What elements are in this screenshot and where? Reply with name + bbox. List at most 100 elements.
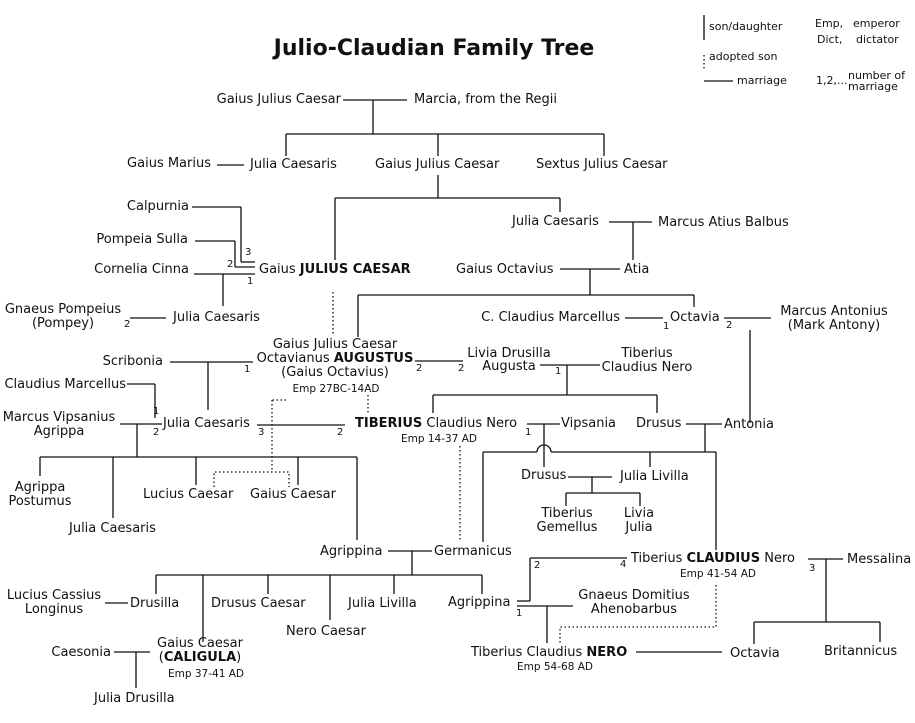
marriage-num-aug-livia: 2 — [416, 363, 423, 374]
person-caesonia: Caesonia — [51, 645, 111, 660]
person-augustus-line1: Gaius Julius Caesar — [272, 337, 398, 352]
person-caligula: (CALIGULA) — [158, 650, 242, 665]
marriage-num-pompey-julia: 2 — [124, 319, 131, 330]
person-c-claudius-marcellus: C. Claudius Marcellus — [481, 310, 620, 325]
marriage-num-julia-marcellus: 1 — [153, 406, 160, 417]
person-agrippa-postumus-1: Agrippa — [14, 480, 66, 495]
marriage-num-claudius-messalina: 3 — [809, 563, 816, 574]
person-ahenobarbus: Ahenobarbus — [590, 602, 678, 617]
marriage-num-marcellus-octavia: 1 — [663, 321, 670, 332]
marriage-num-jc-pompeia: 2 — [227, 259, 234, 270]
person-nero: Tiberius Claudius NERO — [471, 645, 628, 660]
person-augustus-birth-name: (Gaius Octavius) — [281, 365, 389, 380]
marriage-num-claudius-agrippina: 4 — [620, 559, 627, 570]
diagram-title: Julio-Claudian Family Tree — [273, 36, 595, 61]
person-marcus-atius-balbus: Marcus Atius Balbus — [658, 215, 789, 230]
legend-dict-word: dictator — [856, 33, 899, 46]
reign-nero: Emp 54-68 AD — [517, 661, 593, 673]
person-marcia: Marcia, from the Regii — [414, 92, 558, 107]
legend-emp-word: emperor — [853, 17, 900, 30]
marriage-num-tiberius-julia: 2 — [337, 427, 344, 438]
legend-adopted-son: adopted son — [709, 50, 778, 63]
person-lucius-caesar: Lucius Caesar — [143, 487, 234, 502]
person-lucius-cassius-longinus-2: Longinus — [24, 602, 84, 617]
person-tiberius-claudius-nero-elder-1: Tiberius — [621, 346, 673, 361]
person-livia-augusta: Augusta — [482, 359, 536, 374]
person-agrippina-elder: Agrippina — [320, 544, 383, 559]
person-augustus: Octavianus AUGUSTUS — [256, 351, 414, 366]
person-tiberius: TIBERIUS Claudius Nero — [355, 416, 518, 431]
marriage-num-antony-octavia: 2 — [726, 320, 733, 331]
person-drusus-elder: Drusus — [636, 416, 682, 431]
person-julia-the-younger: Julia Caesaris — [69, 521, 156, 536]
person-agrippa-postumus-2: Postumus — [8, 494, 72, 509]
person-scribonia: Scribonia — [102, 354, 163, 369]
person-messalina: Messalina — [847, 552, 912, 567]
person-pompey-alias: (Pompey) — [31, 316, 95, 331]
person-gaius-julius-caesar-father: Gaius Julius Caesar — [375, 157, 500, 172]
legend-emp-abbr: Emp, — [815, 17, 844, 30]
person-julia-livilla-wife: Julia Livilla — [620, 469, 689, 484]
person-tiberius-gemellus-1: Tiberius — [541, 506, 593, 521]
person-livia-drusilla: Livia Drusilla — [467, 346, 551, 361]
marriage-num-jc-calpurnia: 3 — [245, 247, 252, 258]
reign-tiberius: Emp 14-37 AD — [401, 433, 477, 445]
person-octavia-minor: Octavia — [670, 310, 720, 325]
person-marcus-antonius: Marcus Antonius — [780, 304, 888, 319]
person-tiberius-gemellus-2: Gemellus — [536, 520, 598, 535]
legend-number-key: 1,2,... — [816, 74, 848, 87]
person-julius-caesar: Gaius JULIUS CAESAR — [259, 262, 411, 277]
person-livia-julia-1: Livia — [623, 506, 655, 521]
person-drusus-younger: Drusus — [521, 468, 567, 483]
marriage-num-livia-aug: 2 — [458, 363, 465, 374]
person-cornelia-cinna: Cornelia Cinna — [94, 262, 189, 277]
person-antonia: Antonia — [724, 417, 775, 432]
marriage-num-tiberius-vipsania: 1 — [525, 427, 532, 438]
person-livia-julia-2: Julia — [625, 520, 653, 535]
person-mark-antony-alias: (Mark Antony) — [787, 318, 881, 333]
person-agrippina-younger: Agrippina — [448, 595, 511, 610]
person-marcus-vipsanius: Marcus Vipsanius — [2, 410, 116, 425]
person-julia-livilla-sister: Julia Livilla — [348, 596, 417, 611]
person-caligula-name: Gaius Caesar — [157, 636, 243, 651]
person-gaius-octavius: Gaius Octavius — [456, 262, 554, 277]
person-atia: Atia — [624, 262, 650, 277]
person-drusus-caesar: Drusus Caesar — [211, 596, 306, 611]
person-julia-caesaris-aunt: Julia Caesaris — [250, 157, 337, 172]
marriage-num-julia-tiberius: 3 — [258, 427, 265, 438]
reign-caligula: Emp 37-41 AD — [168, 668, 244, 680]
person-julia-caesaris-daughter: Julia Caesaris — [173, 310, 260, 325]
marriage-num-agrippina-ahenobarbus: 1 — [516, 608, 523, 619]
person-calpurnia: Calpurnia — [126, 199, 189, 214]
marriage-num-agrippina-claudius: 2 — [534, 560, 541, 571]
legend-number-of: number of — [848, 69, 906, 82]
person-claudius: Tiberius CLAUDIUS Nero — [631, 551, 795, 566]
legend-dict-abbr: Dict, — [817, 33, 843, 46]
legend-son-daughter: son/daughter — [709, 20, 783, 33]
person-drusilla: Drusilla — [130, 596, 180, 611]
person-gaius-julius-caesar-elder: Gaius Julius Caesar — [216, 92, 341, 107]
reign-augustus: Emp 27BC-14AD — [292, 383, 380, 395]
person-gnaeus-pompeius: Gnaeus Pompeius — [4, 302, 122, 317]
marriage-num-jc-cornelia: 1 — [247, 276, 254, 287]
person-gaius-caesar: Gaius Caesar — [250, 487, 336, 502]
person-pompeia-sulla: Pompeia Sulla — [96, 232, 188, 247]
person-britannicus: Britannicus — [824, 644, 898, 659]
person-lucius-cassius-longinus-1: Lucius Cassius — [6, 588, 102, 603]
reign-claudius: Emp 41-54 AD — [680, 568, 756, 580]
marriage-num-aug-scribonia: 1 — [244, 364, 251, 375]
person-claudius-marcellus: Claudius Marcellus — [4, 377, 126, 392]
person-nero-caesar: Nero Caesar — [286, 624, 366, 639]
person-agrippa: Agrippa — [33, 424, 85, 439]
legend-marriage-word: marriage — [848, 80, 898, 93]
person-octavia-claudia: Octavia — [730, 646, 780, 661]
marriage-num-julia-agrippa: 2 — [153, 427, 160, 438]
legend-marriage: marriage — [737, 74, 787, 87]
person-julia-caesaris-grandmother: Julia Caesaris — [512, 214, 599, 229]
person-gaius-marius: Gaius Marius — [127, 156, 211, 171]
person-julia-the-elder: Julia Caesaris — [163, 416, 250, 431]
person-julia-drusilla: Julia Drusilla — [94, 691, 175, 706]
person-tiberius-claudius-nero-elder-2: Claudius Nero — [601, 360, 693, 375]
